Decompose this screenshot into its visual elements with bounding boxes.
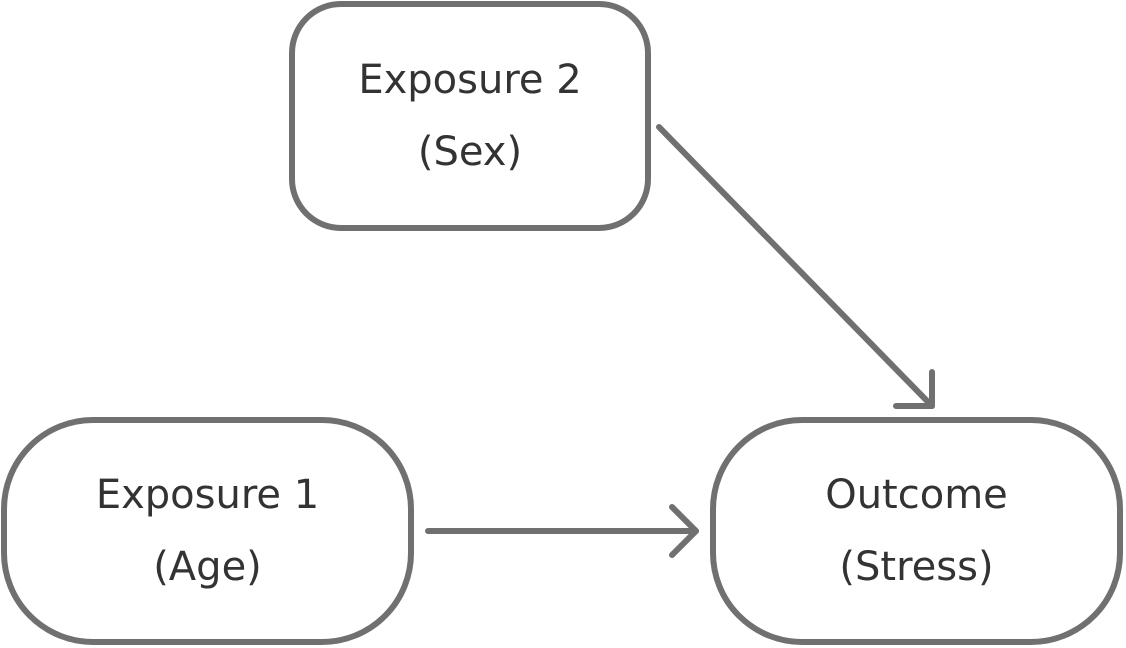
exposure1-to-outcome-arrow — [425, 504, 699, 558]
exposure-1-age-node: Exposure 1 (Age) — [1, 417, 414, 645]
exposure-2-label: Exposure 2 — [358, 57, 582, 103]
exposure-1-label: Exposure 1 — [95, 472, 320, 518]
exposure-2-sublabel: (Sex) — [417, 129, 523, 175]
outcome-stress-node: Outcome (Stress) — [710, 417, 1123, 645]
exposure2-to-outcome-arrow — [656, 124, 935, 409]
arrowhead-icon — [893, 369, 935, 409]
exposure-1-sublabel: (Age) — [153, 544, 262, 590]
arrow-shaft — [656, 124, 935, 409]
arrowhead-icon — [669, 504, 699, 558]
outcome-sublabel: (Stress) — [839, 544, 994, 590]
outcome-label: Outcome — [825, 472, 1008, 518]
exposure-2-sex-node: Exposure 2 (Sex) — [289, 1, 651, 231]
